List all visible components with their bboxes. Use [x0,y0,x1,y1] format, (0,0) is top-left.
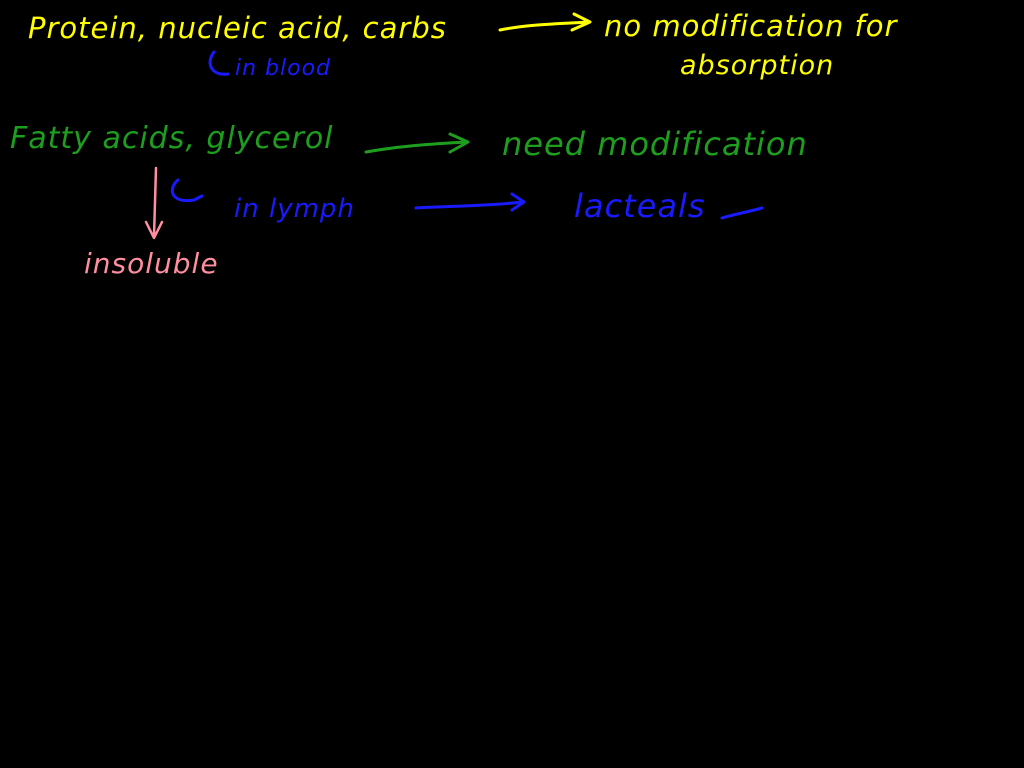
note-protein-nucleic-carbs: Protein, nucleic acid, carbs [28,11,447,45]
note-insoluble: insoluble [84,247,219,280]
hook-blue-lymph [170,178,204,203]
note-lacteals: lacteals [574,187,706,225]
arrow-pink [144,166,164,240]
arrow-yellow [498,12,592,32]
note-in-blood: in blood [235,56,332,81]
note-no-modification: no modification for [604,9,898,43]
note-fatty-acids-glycerol: Fatty acids, glycerol [10,121,334,156]
squiggle-blue [720,206,764,220]
hook-blue-blood [208,50,230,76]
arrow-blue [414,192,526,212]
note-need-modification: need modification [502,125,808,163]
note-in-lymph: in lymph [234,194,355,224]
note-absorption: absorption [680,50,835,81]
arrow-green [364,132,470,154]
